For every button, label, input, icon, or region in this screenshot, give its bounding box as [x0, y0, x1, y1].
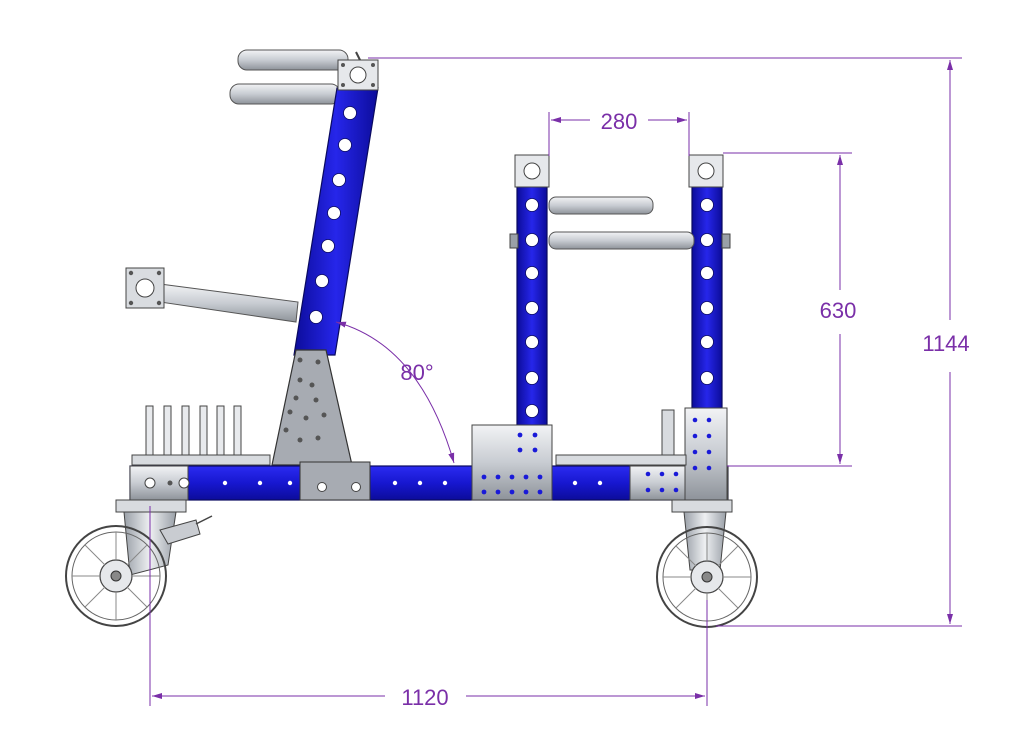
bottom-rail: [129, 461, 729, 501]
dimension-annotations: [149, 57, 962, 706]
upright-gap-label: 280: [601, 109, 638, 134]
tilt-angle-label: 80°: [400, 360, 433, 385]
angle-arc: [335, 321, 455, 464]
tilted-column: [293, 51, 379, 356]
cart-assembly: [65, 49, 758, 628]
pin-rack: [131, 405, 271, 466]
upright-height-label: 630: [820, 298, 857, 323]
crossbars: [509, 196, 731, 466]
gusset-plate: [271, 349, 353, 466]
dimension-labels: 1144 630 280 1120 80°: [400, 109, 969, 710]
middle-upright: [471, 154, 553, 501]
right-upright: [661, 154, 728, 501]
left-caster: [65, 499, 213, 627]
overall-height-label: 1144: [922, 331, 969, 356]
wheelbase-label: 1120: [401, 685, 448, 710]
